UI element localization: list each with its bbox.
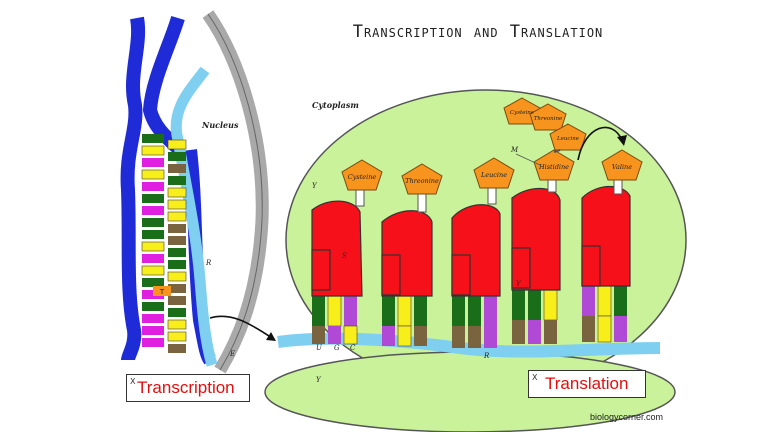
letter-e: E (229, 350, 235, 358)
dna-strand-left (120, 16, 146, 362)
letter-m: M (510, 146, 519, 154)
amino-acid-histidine (533, 149, 575, 181)
polypeptide-chain (503, 97, 587, 153)
credit-text: biologycorner.com (590, 412, 663, 422)
chain-leucine: Leucine (556, 136, 580, 142)
export-arrow (209, 315, 273, 339)
dna-bases-left (141, 134, 165, 347)
mrna-bases (167, 139, 187, 353)
label-nucleus: Nucleus (201, 120, 239, 130)
label-cytoplasm: Cytoplasm (312, 100, 359, 110)
amino-acid-cysteine (341, 159, 383, 191)
trna-molecules (311, 185, 631, 297)
letter-y3: Y (316, 376, 322, 384)
amino-acid-valine (601, 149, 643, 181)
label-valine: Valine (612, 163, 632, 171)
chain-threonine: Threonine (534, 116, 563, 122)
letter-s: S (342, 252, 347, 260)
t-base (153, 286, 171, 296)
amino-acid-leucine (473, 157, 515, 189)
chain-cysteine: Cysteine (510, 110, 535, 116)
transfer-arrow (577, 126, 623, 161)
letter-u: U (316, 344, 323, 352)
letter-c: C (350, 344, 356, 352)
label-histidine: Histidine (538, 163, 569, 171)
letter-g: G (334, 344, 340, 352)
transcription-label: Transcription (137, 378, 235, 397)
letter-r1: R (205, 259, 212, 267)
amino-acid-threonine (401, 163, 443, 195)
translation-label-box: X Translation (528, 370, 646, 398)
amino-acids-bound (341, 149, 643, 195)
page-title: Transcription and Translation (352, 22, 604, 42)
letter-x1: X (130, 377, 136, 386)
translation-label: Translation (545, 374, 629, 393)
letter-r2: R (483, 352, 490, 360)
mrna-strand-nucleus (170, 66, 218, 367)
letter-y2: Y (516, 280, 522, 288)
letter-t: T (159, 288, 165, 296)
dna-strand-right (143, 15, 185, 156)
label-cysteine: Cysteine (348, 173, 377, 181)
transcription-label-box: X Transcription (126, 374, 250, 402)
label-leucine: Leucine (480, 171, 507, 179)
codon-bases (312, 285, 627, 348)
letter-y1: Y (312, 182, 318, 190)
label-threonine: Threonine (405, 177, 439, 185)
letter-x2: X (532, 373, 538, 382)
